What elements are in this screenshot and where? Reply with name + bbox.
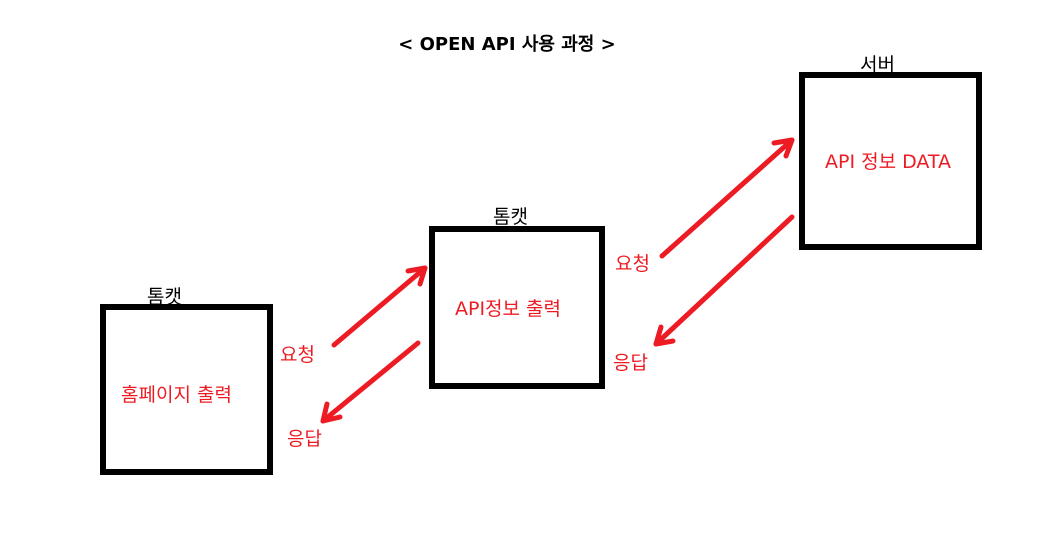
arrow-response-2-icon xyxy=(653,214,795,347)
edge-label-response-1: 응답 xyxy=(287,428,322,450)
node-box-tomcat-client xyxy=(100,304,273,475)
node-content-homepage-output: 홈페이지 출력 xyxy=(121,384,232,406)
arrow-request-2-icon xyxy=(659,137,795,259)
node-label-server: 서버 xyxy=(860,54,895,76)
node-label-tomcat-api: 톰캣 xyxy=(493,206,528,228)
node-label-tomcat-client: 톰캣 xyxy=(147,286,182,308)
node-content-api-output: API정보 출력 xyxy=(455,298,562,320)
edge-label-request-2: 요청 xyxy=(615,253,650,275)
diagram-title: < OPEN API 사용 과정 > xyxy=(398,34,616,55)
edge-label-response-2: 응답 xyxy=(613,352,648,374)
edge-label-request-1: 요청 xyxy=(280,344,315,366)
node-box-tomcat-api xyxy=(429,226,605,389)
arrow-response-1-icon xyxy=(320,340,421,424)
node-content-api-data: API 정보 DATA xyxy=(825,151,952,173)
arrow-request-1-icon xyxy=(331,265,428,348)
node-box-server xyxy=(799,72,982,250)
